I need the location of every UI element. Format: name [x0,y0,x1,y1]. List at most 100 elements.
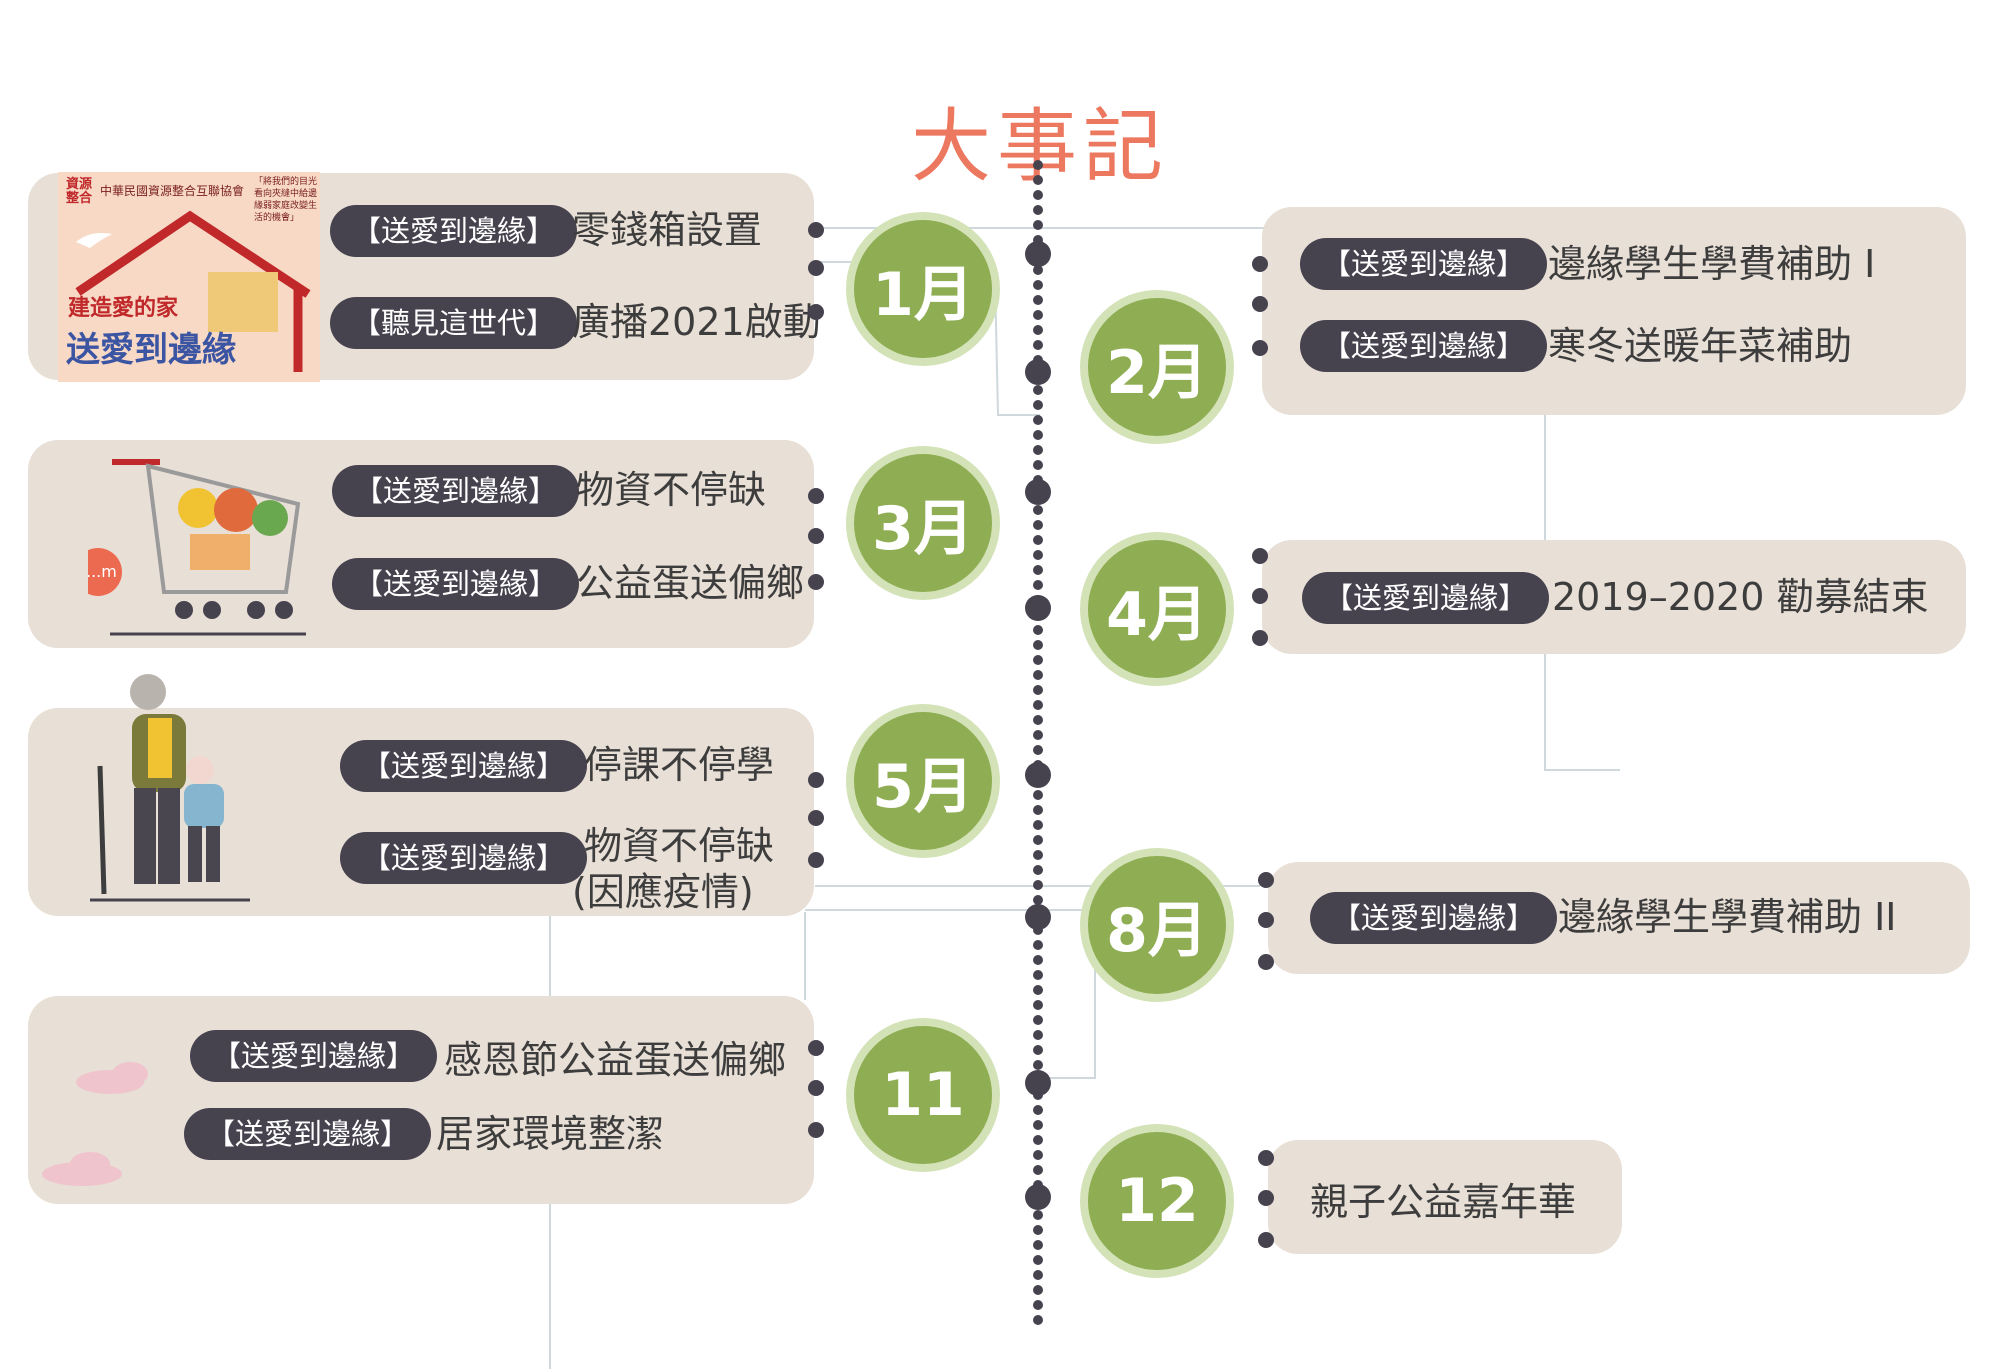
bullet-dot [1258,1190,1274,1206]
timeline-tick [1033,820,1043,830]
event-text: 邊緣學生學費補助 I [1548,242,1876,286]
timeline-tick [1033,520,1043,530]
campaign-logo-image: 資源 整合 中華民國資源整合互聯協會 「將我們的目光看向夾縫中給邊緣弱家庭改變生… [58,172,320,382]
timeline-tick [1033,1255,1043,1265]
event-tag: 【送愛到邊緣】 [332,558,580,610]
timeline-tick [1033,1210,1043,1220]
timeline-tick [1033,1315,1043,1325]
month-circle-feb: 2月 [1080,290,1234,444]
bullet-dot [808,260,824,276]
timeline-tick [1033,325,1043,335]
month-circle-apr: 4月 [1080,532,1234,686]
bullet-dot [1252,548,1268,564]
bullet-dot [1252,588,1268,604]
event-text: 零錢箱設置 [572,208,763,252]
logo-note [208,272,278,332]
event-text: 親子公益嘉年華 [1310,1180,1577,1224]
timeline-tick [1033,385,1043,395]
bullet-dot [1258,1232,1274,1248]
event-text: 廣播2021啟動 [572,300,821,344]
timeline-tick [1033,415,1043,425]
timeline-node [1025,904,1051,930]
timeline-tick [1033,295,1043,305]
bullet-dot [808,488,824,504]
timeline-tick [1033,730,1043,740]
bullet-dot [808,1040,824,1056]
timeline-tick [1033,745,1043,755]
timeline-tick [1033,1165,1043,1175]
bullet-dot [1258,1150,1274,1166]
timeline-tick [1033,460,1043,470]
event-tag: 【送愛到邊緣】 [1300,320,1548,372]
cart-pin-label: ...m [86,562,117,581]
event-tag: 【送愛到邊緣】 [340,832,588,884]
timeline-tick [1033,865,1043,875]
event-text: 停課不停學 [584,743,775,787]
logo-seal: 資源 整合 [66,177,93,206]
timeline-tick [1033,805,1043,815]
timeline-tick [1033,1285,1043,1295]
event-tag: 【送愛到邊緣】 [1300,238,1548,290]
timeline-tick [1033,670,1043,680]
timeline-tick [1033,880,1043,890]
timeline-tick [1033,565,1043,575]
bullet-dot [1252,340,1268,356]
timeline-tick [1033,700,1043,710]
timeline-tick [1033,625,1043,635]
timeline-node [1025,1070,1051,1096]
timeline-tick [1033,550,1043,560]
timeline-tick [1033,1105,1043,1115]
bullet-dot [808,810,824,826]
timeline-tick [1033,640,1043,650]
bullet-dot [1258,954,1274,970]
timeline-tick [1033,1150,1043,1160]
logo-headline: 建造愛的家 [68,296,179,321]
event-tag: 【送愛到邊緣】 [184,1108,432,1160]
bullet-dot [808,222,824,238]
timeline-tick [1033,655,1043,665]
timeline-tick [1033,1135,1043,1145]
timeline-tick [1033,895,1043,905]
month-circle-dec: 12 [1080,1124,1234,1278]
timeline-tick [1033,1030,1043,1040]
timeline-tick [1033,850,1043,860]
timeline-tick [1033,280,1043,290]
month-circle-jan: 1月 [846,212,1000,366]
timeline-tick [1033,445,1043,455]
timeline-tick [1033,1000,1043,1010]
timeline-tick [1033,715,1043,725]
cloud-decorations [42,1062,148,1186]
timeline-tick [1033,685,1043,695]
timeline-tick [1033,970,1043,980]
logo-org-name: 中華民國資源整合互聯協會 [100,184,245,198]
timeline-tick [1033,535,1043,545]
timeline-tick [1033,580,1043,590]
timeline-tick [1033,205,1043,215]
event-tag: 【送愛到邊緣】 [1310,892,1558,944]
event-note: (因應疫情) [572,870,754,914]
bullet-dot [1252,630,1268,646]
event-text: 物資不停缺 [576,468,767,512]
timeline-tick [1033,925,1043,935]
timeline-tick [1033,1270,1043,1280]
bullet-dot [808,1080,824,1096]
shopping-cart-illustration [88,459,306,636]
timeline-tick [1033,505,1043,515]
event-card-nov [28,996,814,1204]
timeline-tick [1033,310,1043,320]
bullet-dot [808,574,824,590]
month-circle-may: 5月 [846,704,1000,858]
timeline-tick [1033,160,1043,170]
timeline-tick [1033,1060,1043,1070]
bullet-dot [808,1122,824,1138]
event-text: 2019–2020 勸募結束 [1552,575,1929,619]
timeline-tick [1033,940,1043,950]
bullet-dot [1258,912,1274,928]
elder-child-illustration [90,674,250,902]
timeline-tick [1033,430,1043,440]
timeline-tick [1033,1240,1043,1250]
timeline-node [1025,241,1051,267]
event-tag: 【聽見這世代】 [330,297,578,349]
timeline-tick [1033,190,1043,200]
bullet-dot [808,772,824,788]
